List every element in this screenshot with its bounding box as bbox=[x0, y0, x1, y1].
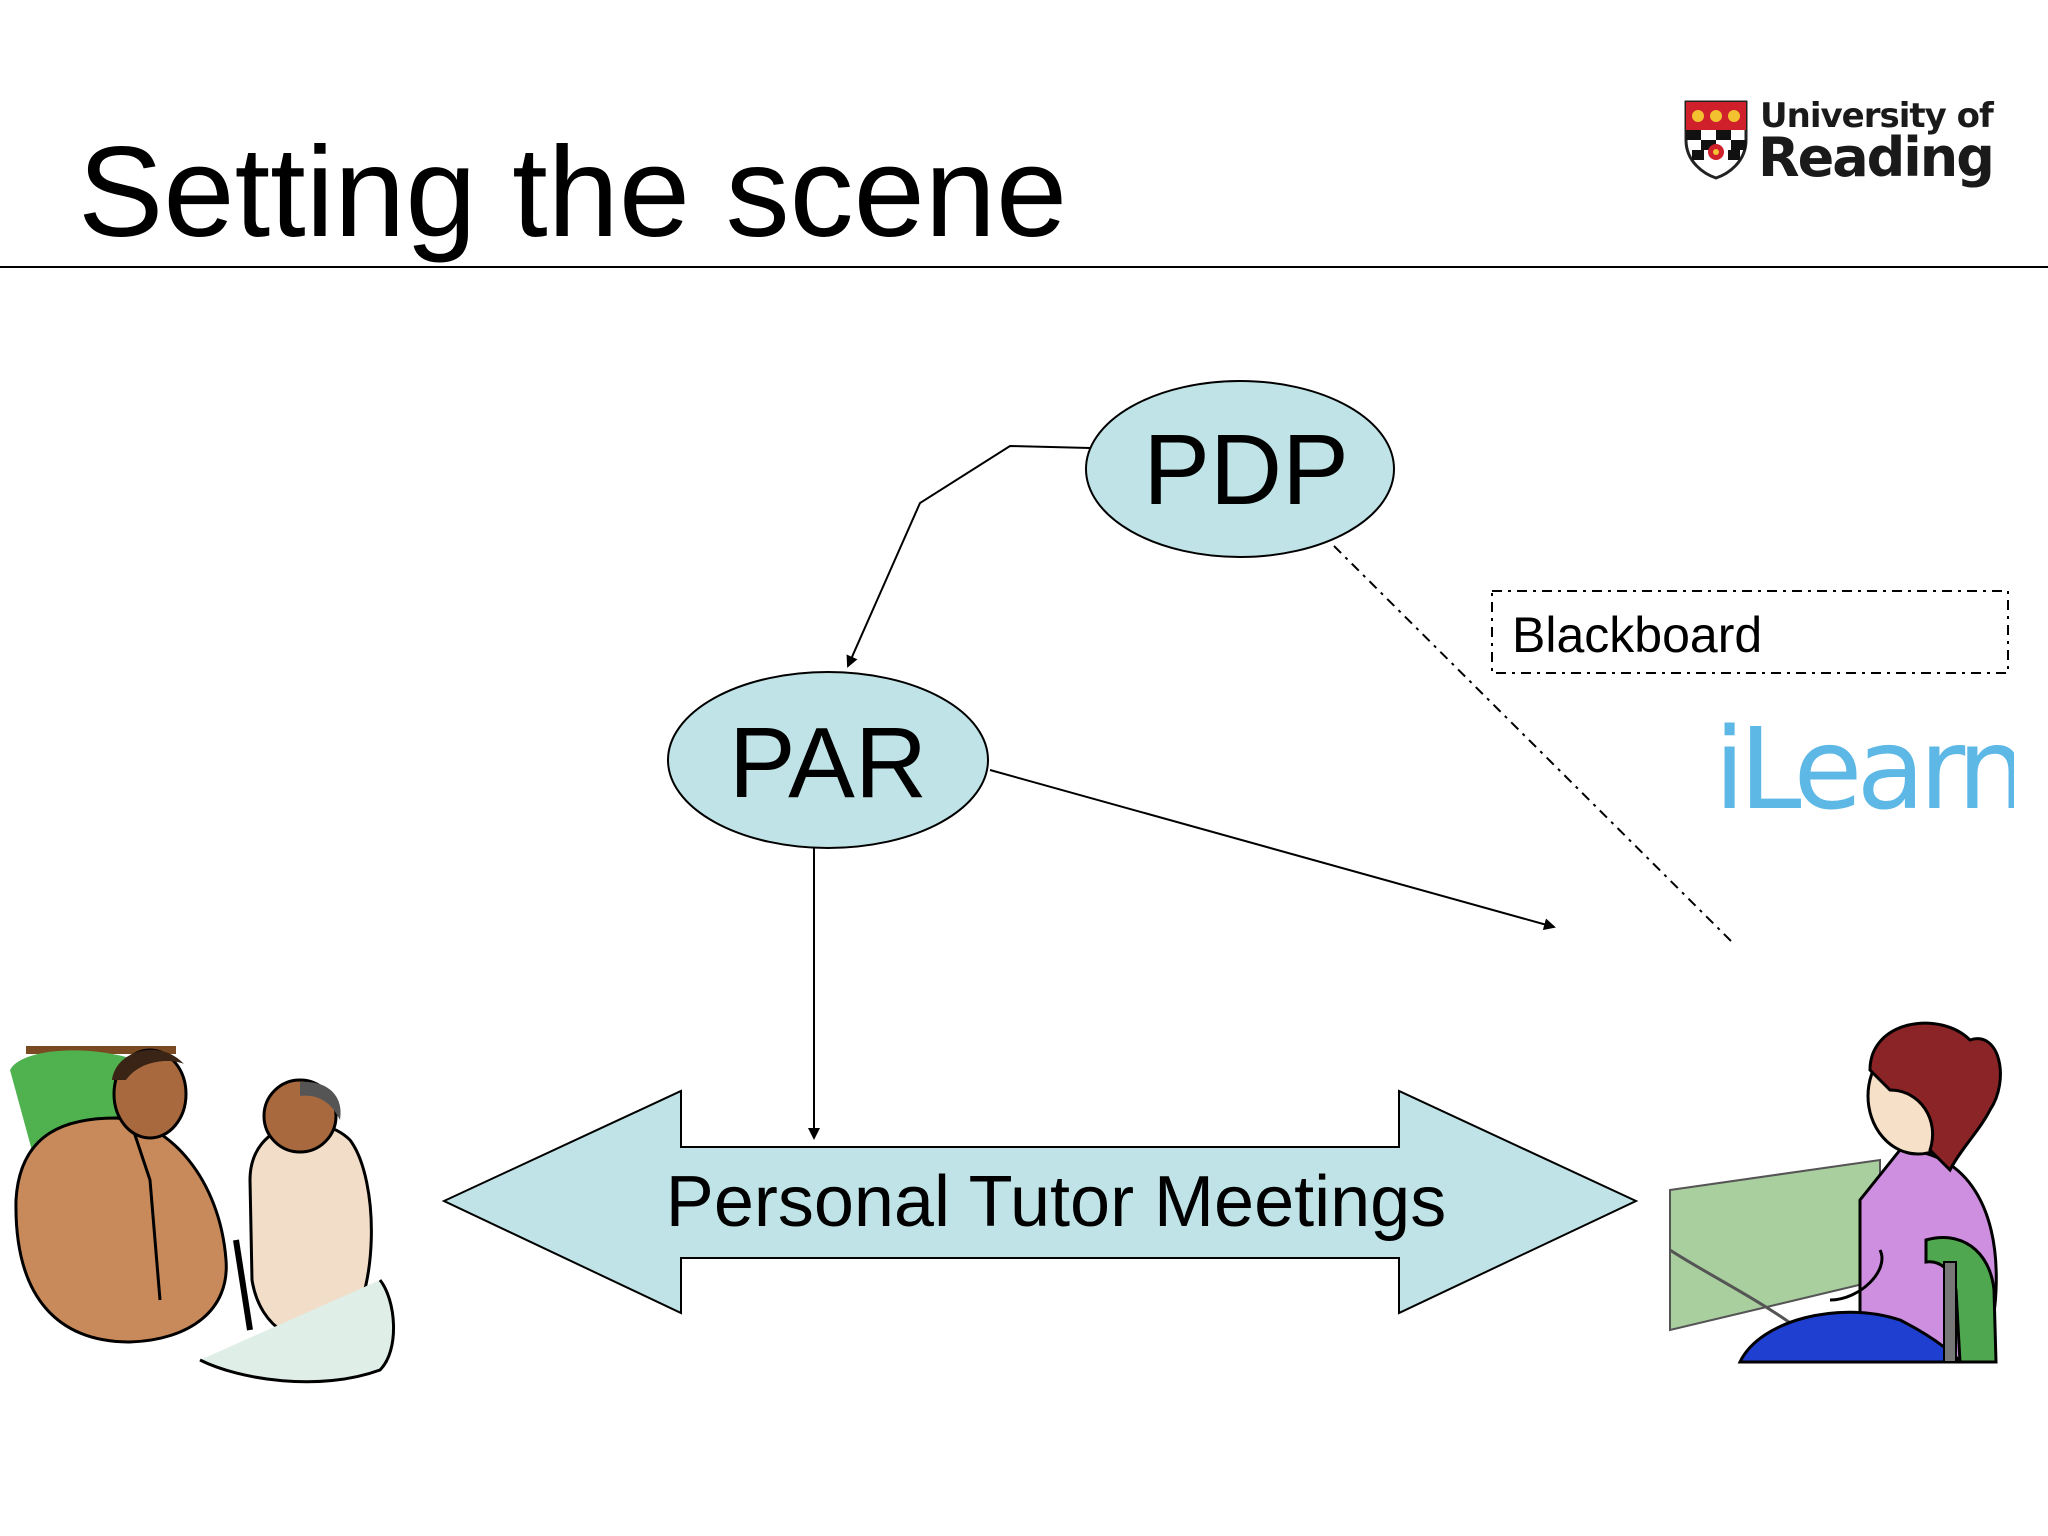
connector-pdp-to-ilearn bbox=[1333, 545, 1733, 943]
blackboard-box bbox=[1491, 590, 2009, 674]
par-node: PAR bbox=[667, 671, 989, 849]
ilearn-text: iLearn bbox=[1714, 708, 2014, 828]
connector-par-to-student bbox=[989, 769, 1556, 931]
university-crest-icon bbox=[1684, 100, 1748, 180]
university-logo: University of Reading bbox=[1684, 96, 1995, 192]
pdp-node: PDP bbox=[1085, 380, 1395, 558]
blackboard-label: Blackboard bbox=[1512, 607, 1763, 663]
personal-tutor-meetings-label: Personal Tutor Meetings bbox=[666, 1162, 1446, 1242]
woman-at-desk-clipart bbox=[1669, 1021, 2002, 1364]
slide-title: Setting the scene bbox=[78, 121, 1068, 264]
two-men-meeting-clipart bbox=[10, 1046, 396, 1384]
pdp-label: PDP bbox=[1143, 414, 1349, 526]
connector-pdp-to-par bbox=[846, 444, 1091, 668]
title-divider bbox=[0, 266, 2048, 268]
personal-tutor-meetings-arrow: Personal Tutor Meetings bbox=[441, 1089, 1639, 1315]
logo-reading: Reading bbox=[1758, 126, 1995, 189]
logo-university-of: University of bbox=[1760, 96, 1994, 136]
par-label: PAR bbox=[729, 707, 927, 819]
ilearn-logo: iLearn bbox=[1714, 708, 2014, 828]
